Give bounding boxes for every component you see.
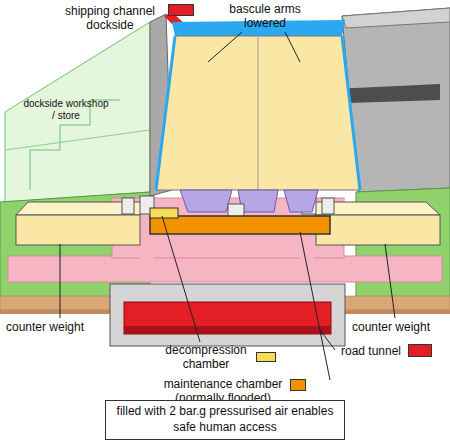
part-label: bascule arms lowered xyxy=(222,2,308,31)
part-label: dockside workshop / store xyxy=(22,98,110,122)
ground-layer xyxy=(344,296,450,310)
leader-line xyxy=(208,32,242,62)
workshop-room xyxy=(5,22,150,202)
note-box: filled with 2 bar.g pressurised air enab… xyxy=(105,400,345,440)
part-label: counter weight xyxy=(6,320,106,334)
leader-line xyxy=(320,330,335,350)
leader-line xyxy=(285,32,300,62)
channel-edge xyxy=(342,36,360,190)
pivot-block xyxy=(322,198,334,214)
leader-line xyxy=(300,232,330,380)
bascule-arms xyxy=(156,36,360,190)
road-tunnel xyxy=(124,302,331,334)
pink-band xyxy=(8,256,442,282)
part-label: counter weight xyxy=(352,320,450,334)
pivot-block xyxy=(122,198,134,214)
tunnel-casing xyxy=(110,284,345,346)
decompression-chamber xyxy=(150,208,178,218)
legend-label: road tunnel xyxy=(336,344,406,358)
leader-line xyxy=(385,244,395,318)
legend-label: shipping channel dockside xyxy=(56,4,164,33)
tunnel-floor xyxy=(124,326,331,334)
leader-line xyxy=(162,216,200,342)
channel-edge xyxy=(156,36,175,190)
note-text: filled with 2 bar.g pressurised air enab… xyxy=(106,404,344,435)
legend-swatch xyxy=(290,379,306,391)
legend-swatch xyxy=(256,352,276,362)
ground-layer xyxy=(0,296,112,310)
machinery xyxy=(180,190,232,212)
legend-label: decompression chamber xyxy=(158,343,254,372)
pit-support xyxy=(140,240,154,280)
maintenance-chamber xyxy=(150,216,330,234)
pit-support xyxy=(300,240,314,280)
legend-swatch xyxy=(408,344,432,357)
leader-line xyxy=(60,244,61,318)
machinery xyxy=(284,190,318,212)
bascule-split xyxy=(258,36,259,190)
counter-weight xyxy=(16,215,140,245)
legend-swatch xyxy=(168,4,194,16)
room-floor-line xyxy=(5,130,150,150)
dock-top-right xyxy=(342,8,450,28)
counter-weight xyxy=(316,215,440,245)
